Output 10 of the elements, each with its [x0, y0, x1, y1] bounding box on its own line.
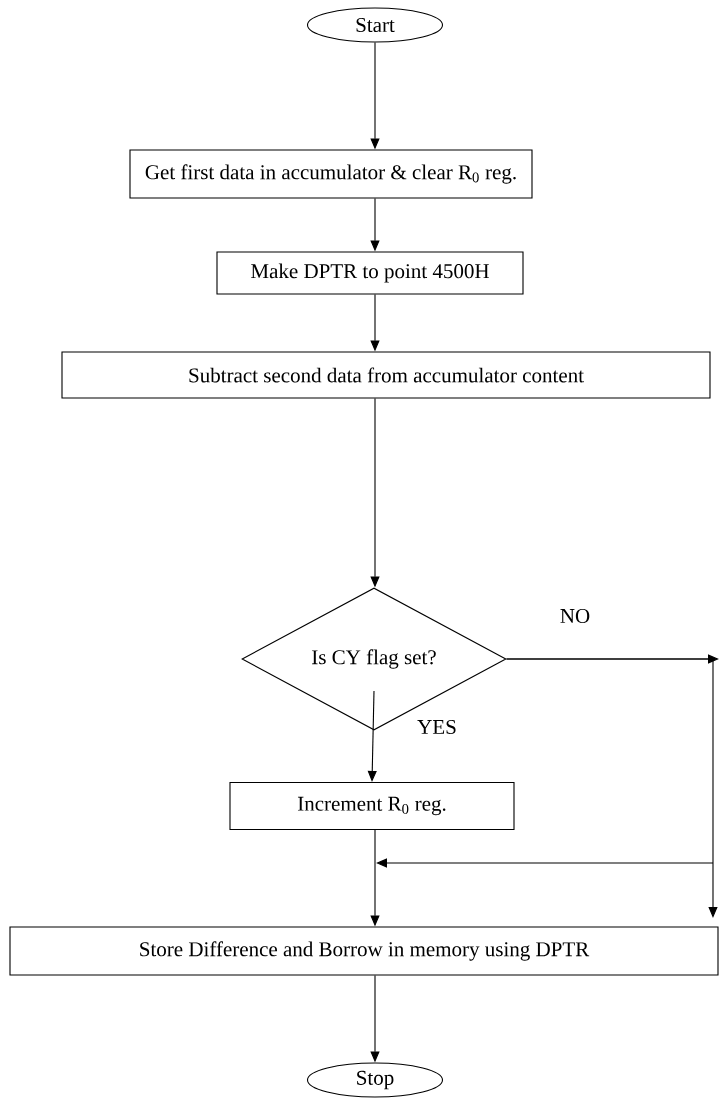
terminal-oval: Stop	[306, 1062, 444, 1098]
process-box: Increment R$_{0}$ reg.	[229, 781, 515, 831]
arrow	[367, 770, 377, 782]
process-box: Make DPTR to point 4500H	[216, 251, 524, 295]
process-box: Store Difference and Borrow in memory using DPTR	[9, 926, 719, 976]
edge-label: NO	[560, 608, 590, 624]
terminal-oval: Start	[306, 7, 444, 43]
arrow	[376, 654, 719, 918]
process-box: Subtract second data from accumulator content	[61, 351, 711, 399]
process-box: Get first data in accumulator & clear R$_{0}$ reg.	[129, 149, 533, 199]
